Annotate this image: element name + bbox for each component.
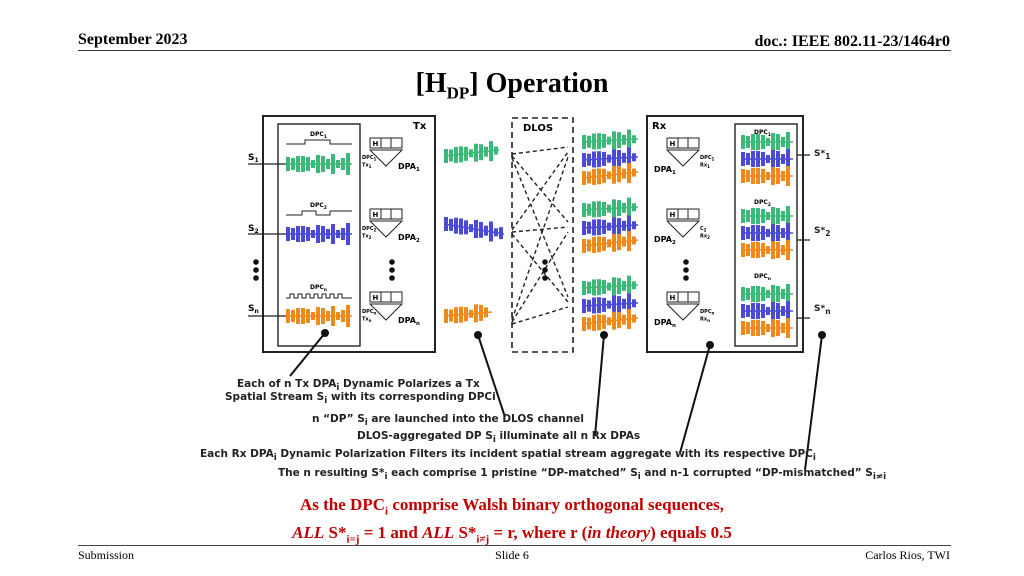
footer-submission: Submission bbox=[78, 548, 135, 562]
tx-wave-1 bbox=[286, 153, 352, 175]
summary-line-1: As the DPCi comprise Walsh binary orthog… bbox=[300, 495, 724, 518]
rx-wave-0-1 bbox=[741, 149, 793, 169]
footer-author: Carlos Rios, TWI bbox=[865, 548, 950, 562]
rx-dpc-panel bbox=[734, 123, 798, 347]
launch-wave-1 bbox=[443, 141, 500, 163]
rx-wave-2-1 bbox=[741, 301, 793, 321]
rx-wave-1-0 bbox=[741, 206, 793, 226]
aggregate-wave-0-1 bbox=[581, 147, 639, 168]
tx-dpcn: DPCn bbox=[310, 284, 327, 293]
aggregate-wave-2-2 bbox=[581, 309, 639, 331]
aggregate-wave-0-0 bbox=[581, 129, 639, 150]
rx-dpc1: DPC1 bbox=[754, 129, 771, 138]
rx-wave-1-1 bbox=[741, 223, 793, 243]
rx-wave-0-2 bbox=[741, 166, 793, 186]
summary-text: As the DPCi comprise Walsh binary orthog… bbox=[0, 494, 1024, 551]
header-divider bbox=[78, 50, 951, 51]
tx-dpa1: DPA1 bbox=[398, 162, 420, 173]
output-s2: S*2 bbox=[814, 226, 831, 238]
output-sn: S*n bbox=[814, 304, 831, 316]
tx-wave-n bbox=[286, 305, 352, 327]
rx-wave-0-0 bbox=[741, 132, 793, 152]
annotation-rx-filter: Each Rx DPAi Dynamic Polarization Filter… bbox=[200, 448, 816, 464]
dlos-label: DLOS bbox=[523, 123, 553, 134]
aggregate-wave-2-1 bbox=[581, 293, 639, 314]
tx-dpc1: DPC1 bbox=[310, 131, 327, 140]
aggregate-wave-2-0 bbox=[581, 275, 639, 296]
output-s1: S*1 bbox=[814, 149, 831, 161]
rx-dpc-labels: DPC1 DPC2 DPCn bbox=[754, 129, 771, 282]
signal-waveforms bbox=[286, 129, 793, 338]
tx-dpc-labels: DPC1 DPC2 DPCn bbox=[286, 131, 352, 299]
rx-outputs bbox=[797, 154, 810, 319]
rx-wave-1-2 bbox=[741, 240, 793, 260]
input-s2: S2 bbox=[248, 224, 259, 235]
rx-wave-2-0 bbox=[741, 284, 793, 304]
svg-text:H: H bbox=[670, 211, 676, 219]
launch-wave-2 bbox=[443, 217, 505, 242]
annotation-tx-stream: Spatial Stream Si with its corresponding… bbox=[225, 391, 496, 407]
footer-divider bbox=[78, 545, 951, 546]
annotation-result: The n resulting S*i each comprise 1 pris… bbox=[278, 467, 887, 483]
aggregate-wave-1-2 bbox=[581, 231, 639, 253]
tx-dpan: DPAn bbox=[398, 316, 420, 327]
rx-dpcn: DPCn bbox=[754, 273, 771, 282]
rx-wave-2-2 bbox=[741, 318, 793, 338]
rx-dpan: DPAn bbox=[654, 318, 676, 329]
aggregate-wave-1-0 bbox=[581, 197, 639, 218]
tx-label: Tx bbox=[413, 121, 427, 132]
input-s1: S1 bbox=[248, 153, 259, 164]
annotation-dlos: DLOS-aggregated DP Si illuminate all n R… bbox=[357, 430, 641, 446]
slide-title: [HDP] Operation bbox=[415, 68, 609, 103]
tx-wave-2 bbox=[286, 223, 352, 245]
rx-label: Rx bbox=[652, 121, 667, 132]
svg-text:H: H bbox=[373, 294, 379, 302]
svg-text:H: H bbox=[373, 211, 379, 219]
rx-dpa1: DPA1 bbox=[654, 165, 676, 176]
annotation-tx-dpa: Each of n Tx DPAi Dynamic Polarizes a Tx bbox=[237, 378, 480, 394]
annotation-launch: n “DP” Si are launched into the DLOS cha… bbox=[312, 413, 584, 429]
rx-dpa2: DPA2 bbox=[654, 235, 676, 246]
hdp-operation-diagram: Tx DLOS Rx S1 S2 Sn DPC1 DPC2 DPCn H H bbox=[248, 115, 810, 353]
summary-line-2: ALL S*i=j = 1 and ALL S*i≠j = r, where r… bbox=[292, 523, 732, 546]
input-sn: Sn bbox=[248, 304, 259, 315]
tx-dpc2: DPC2 bbox=[310, 202, 327, 211]
footer-slide-number: Slide 6 bbox=[495, 548, 529, 562]
header-doc-id: doc.: IEEE 802.11-23/1464r0 bbox=[754, 33, 950, 50]
header-date: September 2023 bbox=[78, 31, 188, 48]
dlos-arrows bbox=[511, 146, 569, 325]
launch-wave-n bbox=[443, 304, 493, 324]
tx-dpa2: DPA2 bbox=[398, 233, 420, 244]
svg-text:H: H bbox=[373, 140, 379, 148]
svg-text:H: H bbox=[670, 294, 676, 302]
svg-text:H: H bbox=[670, 140, 676, 148]
tx-inputs: S1 S2 Sn bbox=[248, 153, 286, 317]
aggregate-wave-0-2 bbox=[581, 163, 639, 185]
rx-dpc2: DPC2 bbox=[754, 199, 771, 208]
aggregate-wave-1-1 bbox=[581, 215, 639, 236]
